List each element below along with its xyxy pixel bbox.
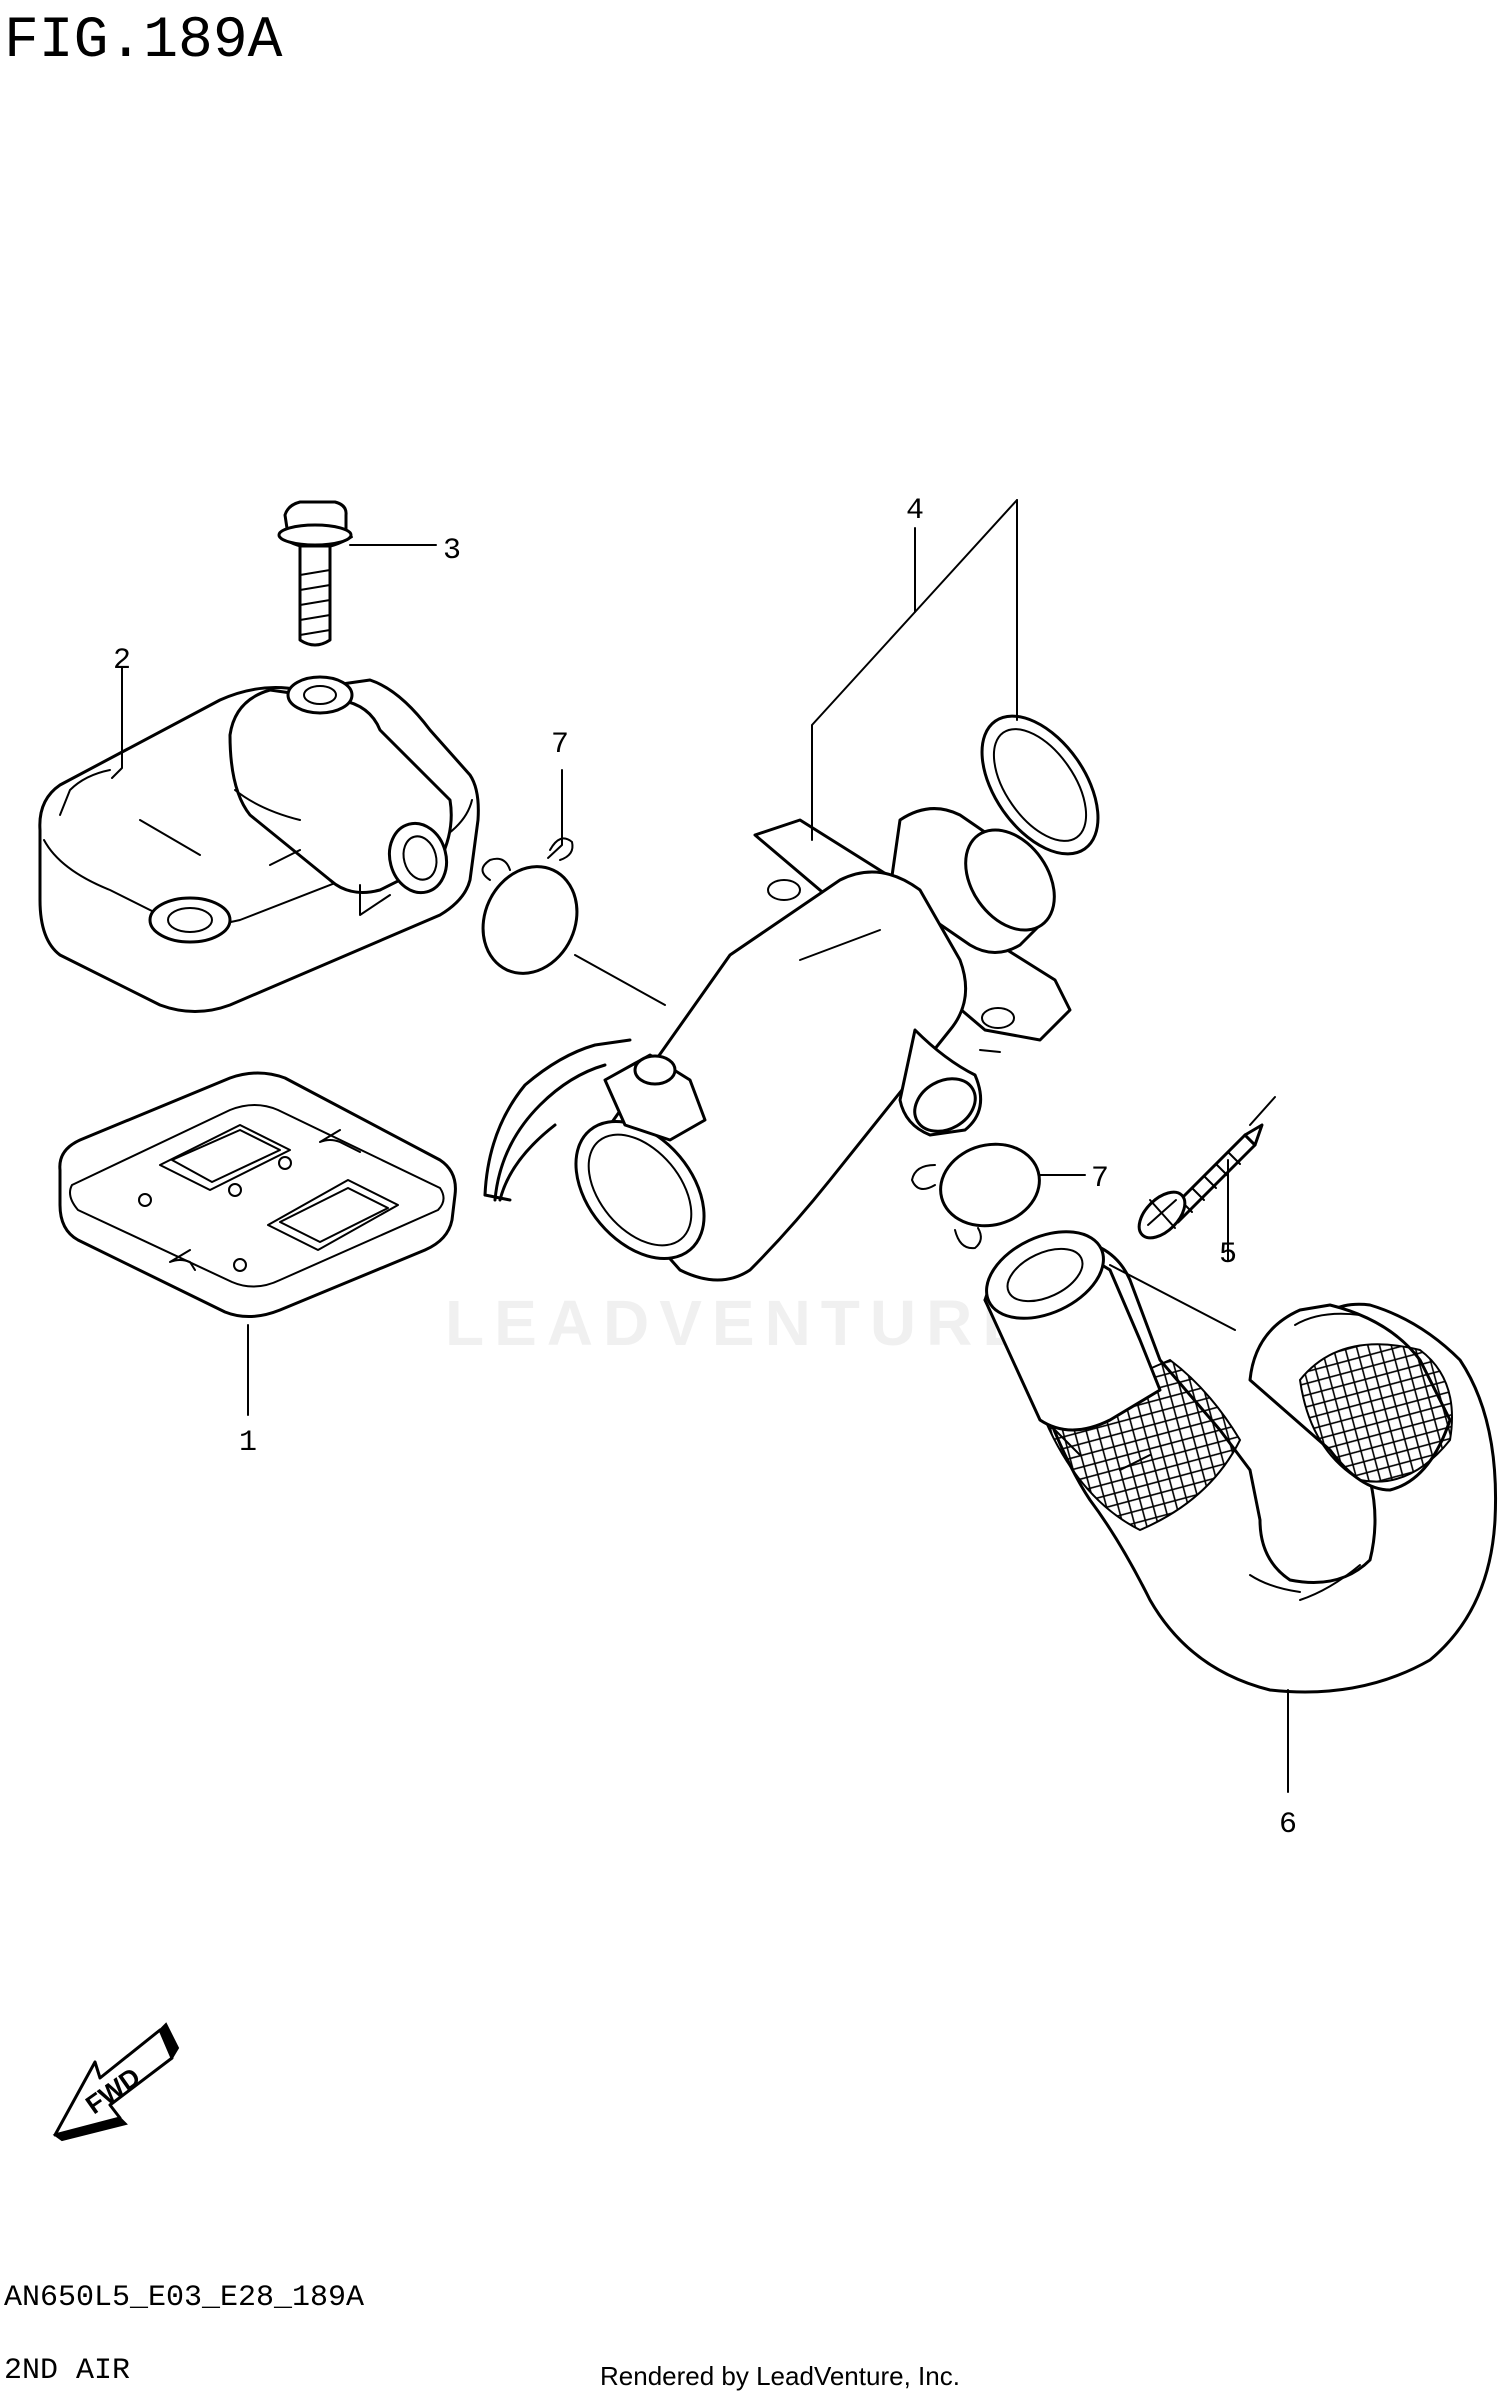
callout-3: 3 (443, 534, 461, 568)
credit-text: Rendered by LeadVenture, Inc. (600, 2361, 960, 2391)
reed-valve-cover-part (38, 675, 480, 1013)
section-name: 2ND AIR (4, 2354, 130, 2388)
clamp-upper-part (481, 837, 579, 975)
o-ring-part (980, 714, 1100, 856)
diagram-code: AN650L5_E03_E28_189A (4, 2281, 364, 2315)
callout-1: 1 (239, 1426, 257, 1460)
hose-part (983, 1230, 1498, 1694)
leader-lines (111, 499, 1289, 1793)
clamp-lower-part (911, 1142, 1041, 1250)
bolt-part (277, 500, 353, 647)
callout-6: 6 (1279, 1808, 1297, 1842)
callout-7-upper: 7 (551, 728, 569, 762)
callout-5: 5 (1219, 1238, 1237, 1272)
watermark-text: LEADVENTURE (445, 1287, 1035, 1359)
callout-7-lower: 7 (1091, 1162, 1109, 1196)
callout-2: 2 (113, 644, 131, 678)
callout-labels: 1 2 3 4 5 6 7 7 (113, 494, 1297, 1842)
fwd-arrow-icon: FWD (52, 2022, 180, 2142)
callout-4: 4 (906, 494, 924, 528)
screw-part (1137, 1123, 1264, 1240)
gasket-part (58, 1071, 457, 1318)
figure-title: FIG.189A (4, 9, 283, 74)
pipe-part (483, 807, 1072, 1282)
